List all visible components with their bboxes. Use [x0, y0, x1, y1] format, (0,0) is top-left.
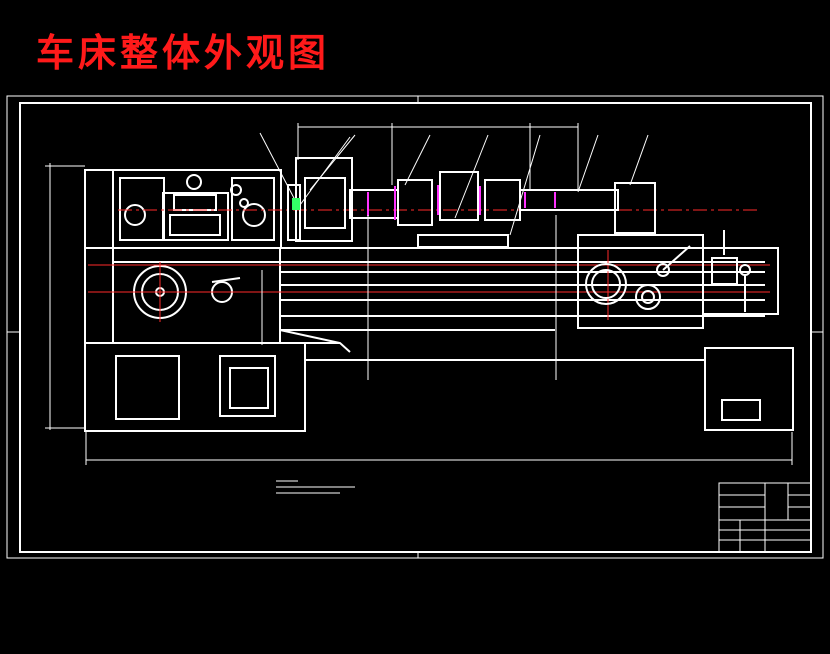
drawing-title: 车床整体外观图: [36, 30, 331, 75]
frame-ticks: [7, 96, 823, 558]
magenta-markers: [367, 185, 556, 220]
carriage-apron: [577, 230, 779, 329]
leader-lines: [259, 132, 649, 236]
inner-frame: [19, 102, 812, 553]
cabinet-base: [84, 329, 794, 432]
dimension-lines: [45, 123, 793, 465]
chuck-accent: [292, 198, 300, 210]
reference-lines: [261, 215, 557, 380]
headstock: [84, 169, 282, 249]
title-block: [718, 482, 812, 553]
spindle-centerline: [88, 209, 770, 322]
technical-notes: [276, 480, 355, 494]
outer-frame: [6, 95, 824, 559]
spindle-assembly: [287, 157, 656, 248]
